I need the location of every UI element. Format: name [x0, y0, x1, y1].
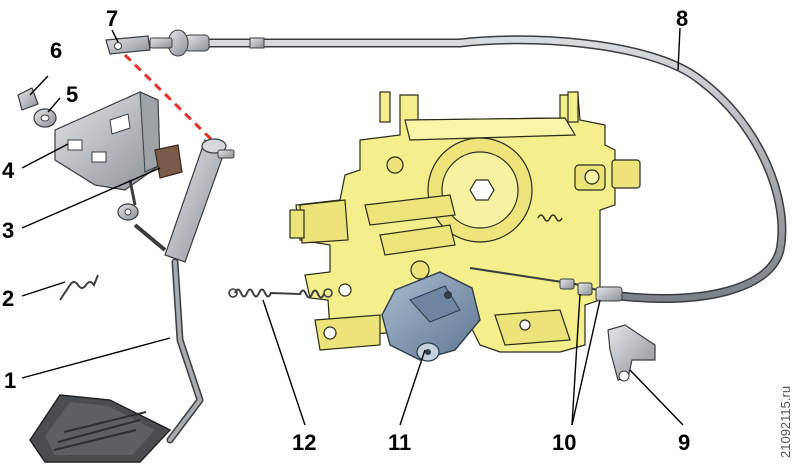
cable-bracket [607, 324, 656, 382]
spacer-bushing [17, 87, 39, 111]
pedal-return-spring [59, 274, 99, 301]
callout-8: 8 [676, 6, 688, 31]
throttle-cable [149, 29, 787, 303]
cable-end-tip [105, 35, 151, 55]
assembly-dashed-line [123, 53, 214, 142]
callout-2: 2 [2, 286, 14, 311]
carburetor [289, 91, 641, 353]
callout-3: 3 [2, 218, 14, 243]
pedal-bracket [54, 91, 161, 191]
callout-11: 11 [388, 430, 411, 455]
watermark: 21092115.ru [778, 386, 793, 458]
callout-9: 9 [678, 430, 690, 455]
callout-5: 5 [66, 82, 78, 107]
leader-lines [21, 27, 684, 426]
callout-1: 1 [4, 368, 16, 393]
retaining-clip [33, 108, 57, 128]
carburetor-spring [537, 214, 563, 222]
accelerator-pedal [29, 138, 235, 463]
callout-12: 12 [292, 430, 316, 455]
stop-pad [154, 144, 183, 179]
callout-6: 6 [50, 38, 62, 63]
callout-10: 10 [552, 430, 576, 455]
throttle-sector-lever [381, 271, 481, 362]
pivot-bushing [117, 179, 167, 252]
callout-7: 7 [106, 6, 118, 31]
throttle-return-spring [228, 288, 333, 299]
callout-4: 4 [2, 158, 15, 183]
